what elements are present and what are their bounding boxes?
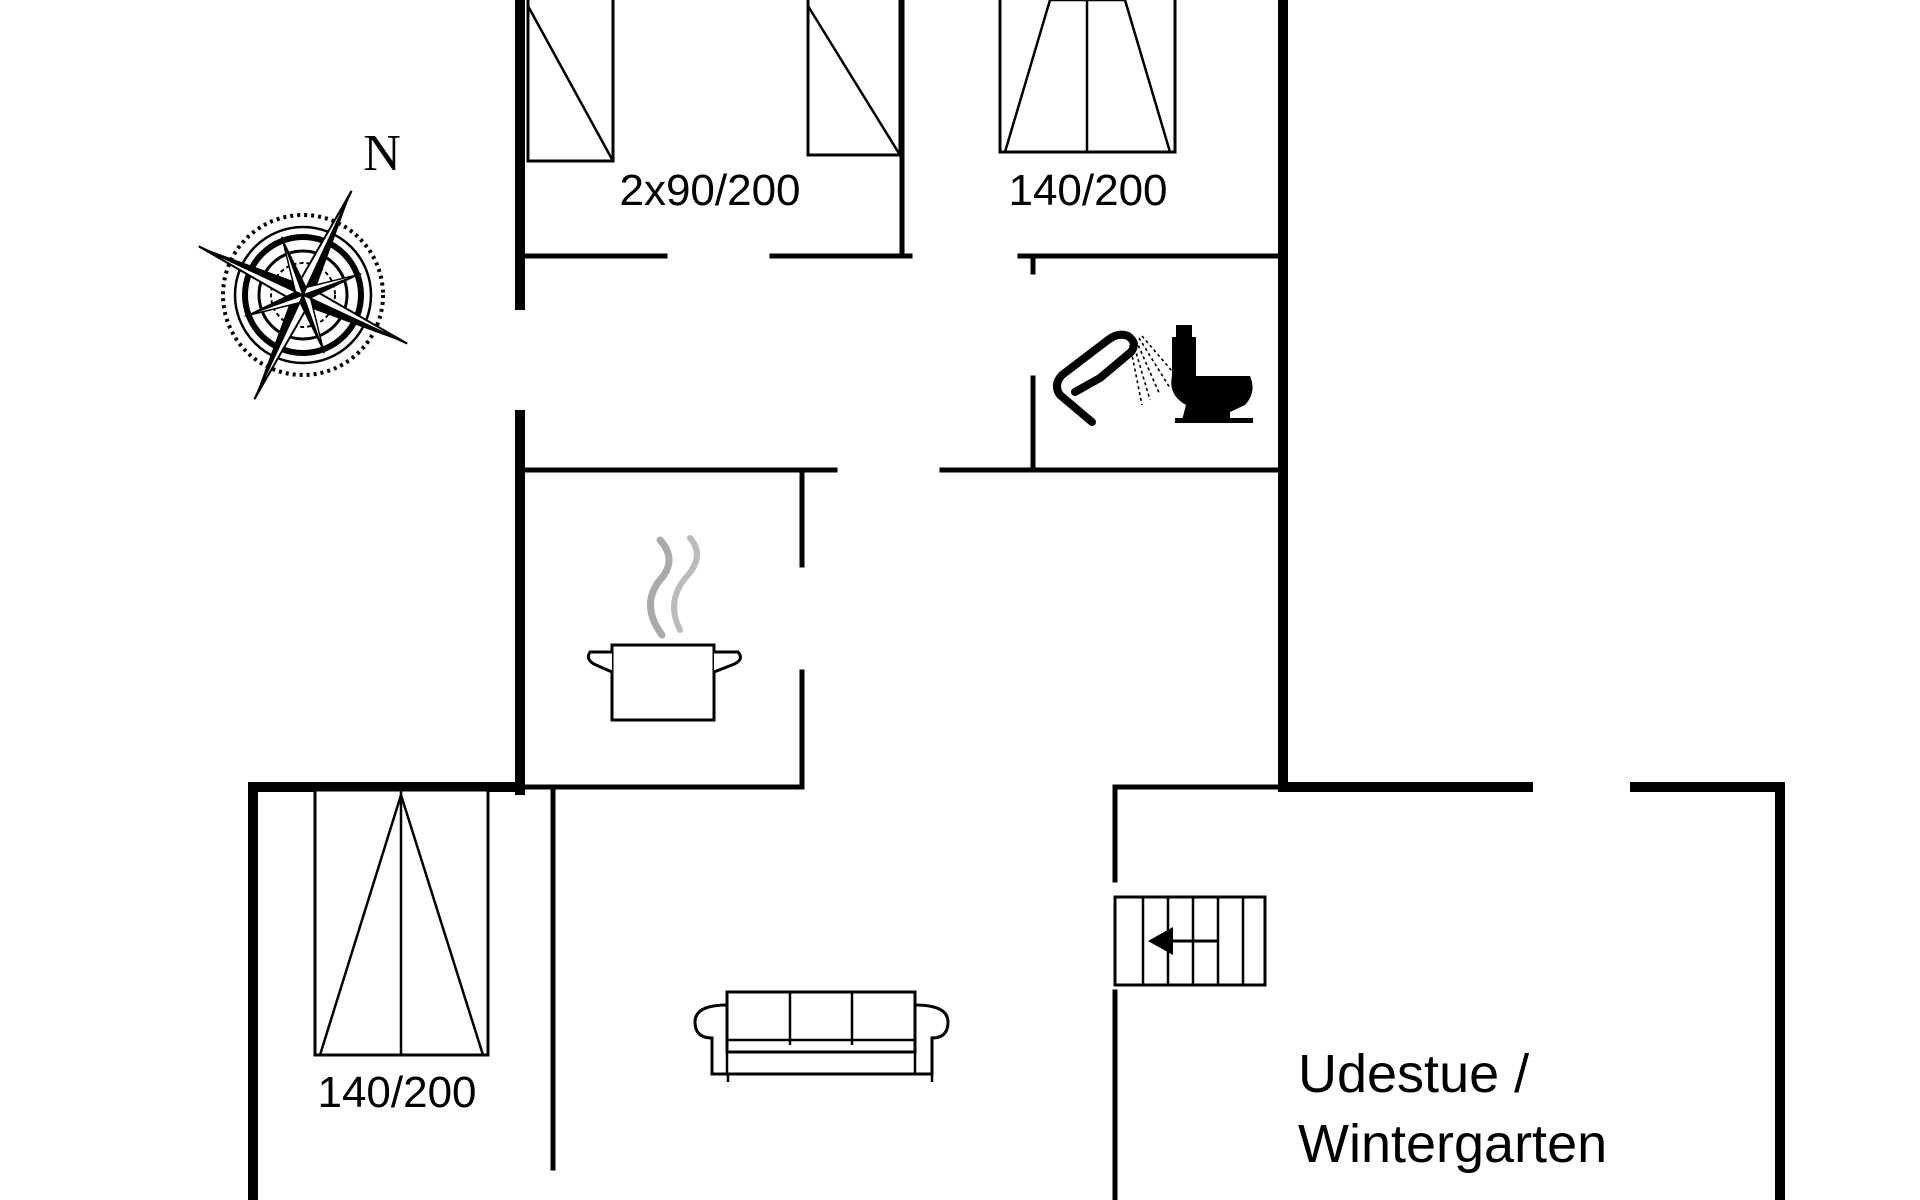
cooking-pot-icon	[587, 535, 742, 722]
bed-2x90-right	[806, 0, 902, 157]
compass-rose-icon	[198, 190, 408, 400]
sunroom-label-line1: Udestue /	[1298, 1044, 1529, 1104]
shower-icon	[1053, 330, 1179, 426]
bed-2x90-left	[526, 0, 615, 163]
sunroom-label-line2: Wintergarten	[1298, 1114, 1607, 1174]
bed-label-bedroom-2: 140/200	[1008, 166, 1167, 215]
outer-walls	[248, 0, 1785, 1200]
interior-walls	[522, 0, 1286, 1200]
toilet-icon	[1171, 325, 1253, 423]
bed-140-bottom	[313, 788, 490, 1057]
bed-label-bedroom-3: 140/200	[317, 1068, 476, 1117]
bed-140-top	[998, 0, 1177, 154]
north-label: N	[363, 125, 401, 182]
staircase-icon	[1113, 895, 1267, 987]
bed-label-bedroom-1: 2x90/200	[619, 166, 800, 215]
sofa-icon	[693, 990, 950, 1082]
